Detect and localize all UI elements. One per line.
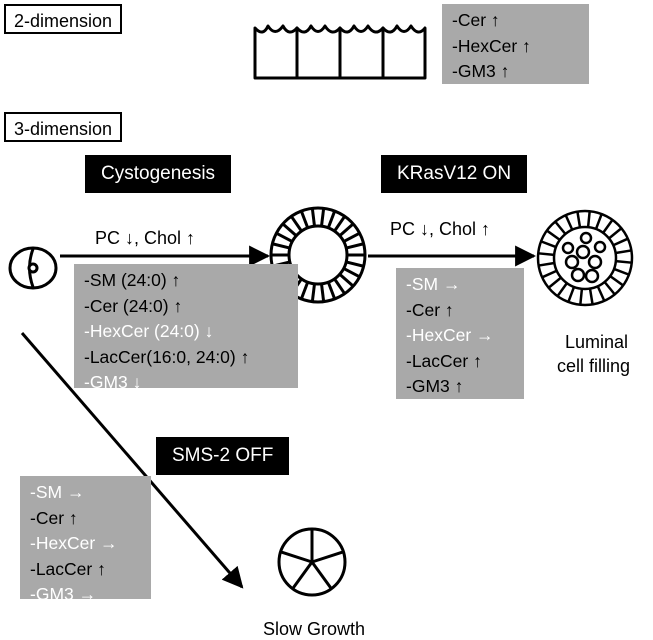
lipid-entry: -HexCer (24:0) ↓	[84, 321, 214, 341]
luminal-caption-line1: Luminal	[565, 332, 629, 352]
cell-boundary	[579, 288, 584, 305]
lipid-entry: -LacCer(16:0, 24:0) ↑	[84, 346, 250, 367]
cell-boundary	[345, 242, 364, 250]
lipid-box-cystogenesis: -SM (24:0) ↑ -Cer (24:0) ↑ -HexCer (24:0) …	[74, 264, 298, 392]
label-cystogenesis: Cystogenesis	[85, 155, 232, 193]
cell-boundary	[342, 231, 361, 243]
cell-boundary	[538, 252, 555, 257]
cell-boundary	[275, 231, 294, 243]
filled-cyst	[536, 209, 634, 307]
cell-boundary	[280, 550, 313, 564]
arrow-slow-growth	[20, 332, 244, 589]
single-cell	[8, 246, 58, 290]
cell-boundary	[594, 213, 603, 230]
lipid-entry: -HexCer ↑	[452, 35, 531, 56]
cell-boundary	[541, 269, 558, 279]
cell-boundary	[310, 283, 316, 302]
lipid-entry: -GM3 ↑	[452, 61, 510, 81]
cell-boundary	[576, 211, 582, 228]
slow-growth-caption: Slow Growth	[263, 619, 366, 639]
cell-boundary	[326, 281, 337, 300]
cell-boundary	[547, 276, 562, 289]
epithelial-cells-2d	[253, 24, 427, 80]
lipid-box-2d: -Cer ↑ -HexCer ↑ -GM3 ↑	[442, 4, 589, 84]
label-sms2-off: SMS-2 OFF	[156, 437, 290, 475]
lipid-entry: -Cer (24:0) ↑	[84, 295, 183, 316]
cell-boundary	[540, 240, 557, 249]
cell-boundary	[311, 550, 344, 564]
cell-boundary	[567, 286, 576, 303]
cell-boundary	[326, 210, 337, 229]
lipid-entry: -GM3 ↑	[406, 376, 464, 396]
cell-boundary	[333, 215, 346, 232]
lipid-entry: -LacCer ↑	[30, 558, 106, 579]
lipid-entry: -Cer ↑	[406, 299, 454, 320]
lipid-box-kras: -SM → -Cer ↑ -HexCer → -LacCer ↑ -GM3 ↑	[396, 268, 524, 399]
cell-boundary	[564, 214, 574, 231]
cell-boundary	[612, 237, 629, 247]
cell-boundary	[345, 260, 364, 268]
cell-boundary	[603, 281, 616, 296]
lipid-entry: -GM3 →	[30, 584, 97, 604]
cell-boundary	[546, 229, 561, 241]
label-2-dimension: 2-dimension	[4, 4, 123, 34]
cell-boundary	[310, 208, 316, 227]
cell-boundary	[608, 227, 623, 240]
cell-boundary	[554, 220, 567, 235]
cell-boundary	[291, 561, 314, 590]
cell-boundary	[338, 273, 355, 288]
lipid-entry: -GM3 ↓	[84, 372, 142, 392]
lipid-entry: -HexCer →	[406, 325, 494, 345]
cell-boundary	[338, 222, 355, 237]
cell-boundary	[586, 211, 591, 228]
luminal-caption: Luminal cell filling	[557, 330, 630, 378]
lipid-box-sms2: -SM → -Cer ↑ -HexCer → -LacCer ↑ -GM3 →	[20, 476, 151, 604]
cell-boundary	[310, 561, 333, 590]
lipid-entry: -SM (24:0) ↑	[84, 270, 181, 290]
cell-boundary	[588, 288, 594, 305]
label-kras-on: KRasV12 ON	[381, 155, 528, 193]
lipid-entry: -SM →	[406, 274, 461, 294]
lipid-entry: -Cer ↑	[452, 10, 500, 30]
pc-chol-text-2: PC ↓, Chol ↑	[390, 219, 491, 239]
cell-boundary	[609, 275, 624, 287]
cell-boundary	[333, 278, 346, 295]
cell-boundary	[342, 267, 361, 279]
label-3-dimension: 3-dimension	[4, 112, 123, 142]
lipid-entry: -Cer ↑	[30, 507, 78, 528]
cell-boundary	[613, 267, 630, 276]
cell-boundary	[320, 283, 326, 302]
cell-boundary	[290, 215, 303, 232]
cell-boundary	[615, 259, 632, 264]
lipid-entry: -LacCer ↑	[406, 350, 482, 371]
cell-boundary	[596, 285, 606, 302]
cell-boundary	[615, 249, 632, 255]
lipid-entry: -SM →	[30, 482, 85, 502]
lipid-entry: -HexCer →	[30, 533, 118, 553]
cell-boundary	[299, 281, 310, 300]
cell-boundary	[602, 219, 614, 234]
cell-boundary	[281, 222, 298, 237]
cell-boundary	[556, 282, 568, 297]
luminal-caption-line2: cell filling	[557, 356, 631, 376]
pc-chol-text-1: PC ↓, Chol ↑	[95, 228, 196, 248]
cell-boundary	[299, 210, 310, 229]
cell-boundary	[538, 261, 555, 267]
cell-boundary	[320, 208, 326, 227]
slow-growth-cell	[277, 527, 347, 597]
cell-boundary	[272, 242, 291, 250]
